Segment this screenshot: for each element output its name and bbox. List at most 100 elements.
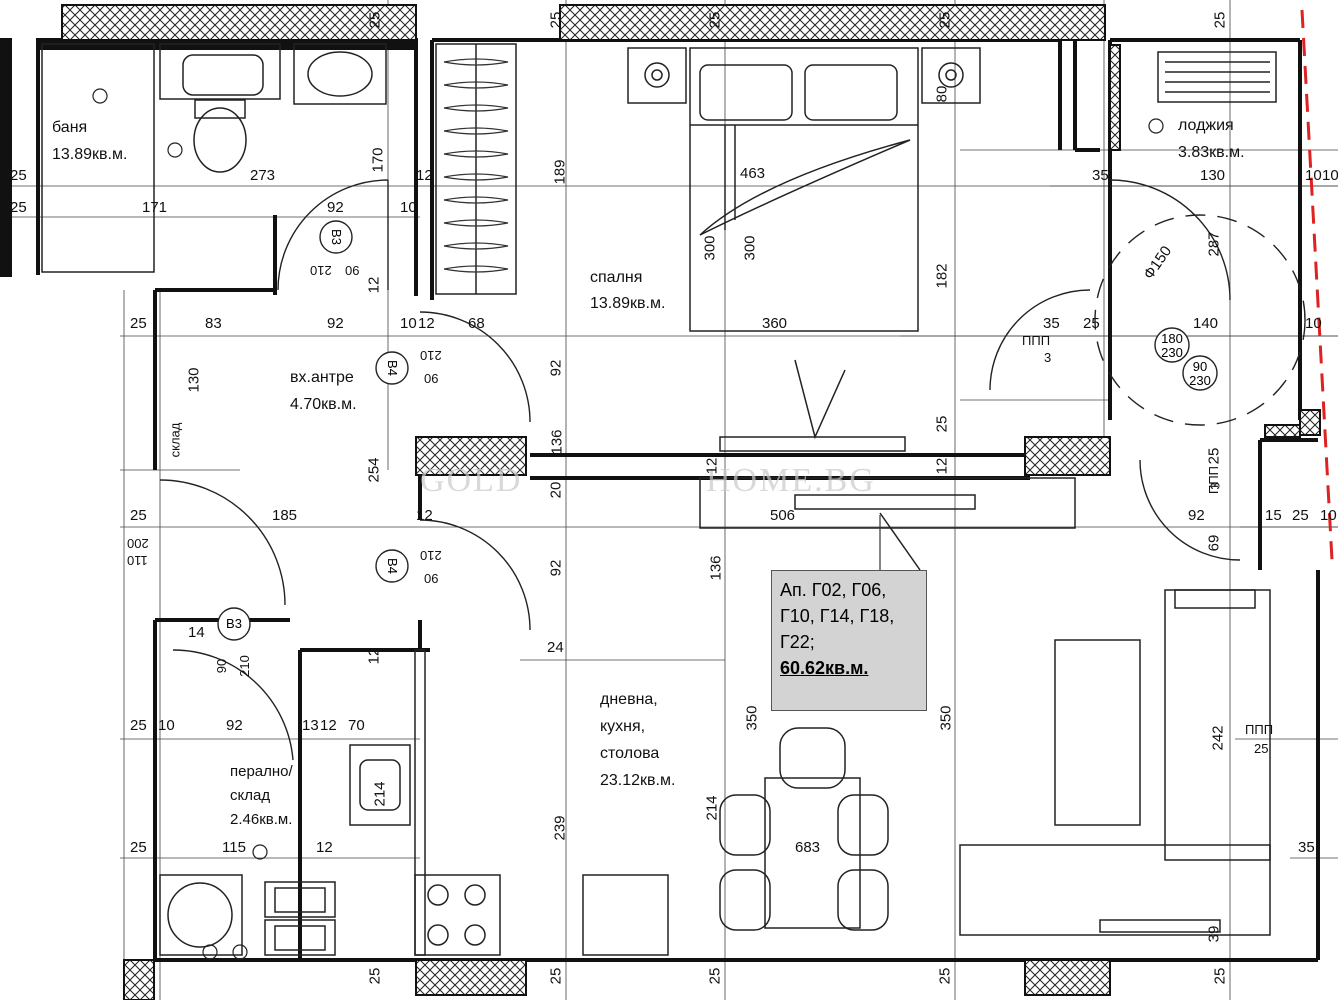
dim-25-v: 25 (1205, 447, 1223, 465)
dim-92-a: 92 (327, 199, 344, 216)
dim-83: 83 (205, 315, 222, 332)
dim-300-b: 300 (741, 235, 759, 261)
hanger-icon (443, 81, 509, 89)
door-210-living: 210 (420, 548, 442, 563)
dim-10-d: 10 (400, 315, 417, 332)
dim-350-b: 350 (937, 705, 955, 731)
dim-68: 68 (468, 315, 485, 332)
dim-171: 171 (142, 199, 168, 216)
door-90-bath: 90 (345, 263, 360, 278)
dim-25-bot5: 25 (1211, 967, 1229, 985)
door-90-entry: 90 (424, 371, 439, 386)
dim-25-bot2: 25 (547, 967, 565, 985)
bath-area: 13.89кв.м. (52, 146, 128, 163)
hanger-icon (443, 219, 509, 227)
dim-25-b: 25 (10, 199, 27, 216)
dim-10-b: 10 (1305, 167, 1322, 184)
info-line3: Г22; (780, 632, 815, 652)
dim-273: 273 (250, 167, 276, 184)
dim-25-top5: 25 (1211, 11, 1229, 29)
dim-189: 189 (551, 159, 569, 185)
laundry-line1: перално/ (230, 763, 293, 780)
dim-25-g: 25 (130, 717, 147, 734)
tv-unit (699, 359, 1076, 571)
dim-242: 242 (1209, 725, 1227, 751)
door-tag-b4-entry: В4 (385, 360, 400, 376)
laundry-fixtures (159, 874, 336, 956)
dim-254: 254 (365, 457, 383, 483)
dim-182: 182 (933, 263, 951, 289)
kitchen (349, 649, 669, 956)
dim-214-a: 214 (371, 781, 389, 807)
entry-name: вх.антре (290, 369, 354, 386)
ppp-living: ППП (1245, 722, 1274, 737)
dim-239: 239 (551, 815, 569, 841)
dim-12-a: 12 (416, 167, 433, 184)
hanger-icon (443, 150, 509, 158)
laundry-area: 2.46кв.м. (230, 811, 293, 828)
dim-25-top3: 25 (706, 11, 724, 29)
watermark-left: GOLD (420, 462, 523, 499)
watermark-right: HOME.BG (706, 462, 876, 499)
hangers (443, 58, 509, 273)
dim-12-v1: 12 (365, 276, 383, 294)
boundary-line (1300, 9, 1334, 561)
door-210-bath: 210 (310, 263, 332, 278)
dim-10-e: 10 (1305, 315, 1322, 332)
door-swings (159, 179, 1306, 761)
dim-25-bot3: 25 (706, 967, 724, 985)
laundry-line2: склад (230, 787, 271, 804)
dim-185: 185 (272, 507, 298, 524)
apartment-info-box: Ап. Г02, Г06, Г10, Г14, Г18, Г22; 60.62к… (771, 570, 927, 711)
door-tag-b3-bath: В3 (329, 229, 344, 245)
storage-label: склад (167, 422, 183, 458)
loggia-area: 3.83кв.м. (1178, 144, 1245, 161)
loggia-name: лоджия (1178, 117, 1234, 134)
dim-136-a: 136 (548, 429, 566, 455)
door-90-laundry: 90 (214, 658, 230, 674)
dim-35-b: 35 (1043, 315, 1060, 332)
living-area: 23.12кв.м. (600, 772, 676, 789)
living-line1: дневна, (600, 691, 658, 708)
dim-10-f: 10 (1320, 507, 1337, 524)
info-total-area: 60.62кв.м. (780, 658, 869, 678)
dim-115: 115 (222, 839, 246, 856)
loggia-door-90: 90 (1192, 359, 1208, 374)
ac-unit (1157, 51, 1277, 103)
bedroom-name: спалня (590, 269, 643, 286)
dim-12-b: 12 (418, 315, 435, 332)
ppp-bedroom: ППП (1022, 333, 1051, 348)
door-210-entry: 210 (420, 348, 442, 363)
bedroom-area: 13.89кв.м. (590, 295, 666, 312)
loggia-door-180: 180 (1161, 331, 1183, 346)
dining-set (719, 727, 889, 931)
door-110-storage: 110 (127, 553, 148, 568)
loggia-door-230b: 230 (1189, 373, 1211, 388)
dim-35-c: 35 (1298, 839, 1315, 856)
dim-39: 39 (1205, 925, 1223, 943)
dim-15: 15 (1265, 507, 1282, 524)
dim-14: 14 (188, 624, 205, 641)
dim-10-c: 10 (1322, 167, 1338, 184)
dim-683: 683 (795, 839, 821, 856)
dim-12-d: 12 (320, 717, 337, 734)
lights (92, 88, 1164, 960)
dim-92-b: 92 (327, 315, 344, 332)
dim-35-a: 35 (1092, 167, 1109, 184)
dim-463: 463 (740, 165, 766, 182)
hanger-icon (443, 242, 509, 250)
dim-12-e: 12 (316, 839, 333, 856)
dim-506: 506 (770, 507, 796, 524)
hanger-icon (443, 104, 509, 112)
ppp-bedroom-3: 3 (1044, 350, 1052, 365)
dim-69: 69 (1205, 534, 1223, 552)
info-line1: Ап. Г02, Г06, (780, 580, 887, 600)
dim-130: 130 (1200, 167, 1226, 184)
dim-12-v4: 12 (365, 647, 383, 665)
dim-350-a: 350 (743, 705, 761, 731)
dim-92-d: 92 (226, 717, 243, 734)
dim-25-c: 25 (130, 315, 147, 332)
door-210-laundry: 210 (236, 655, 252, 677)
ppp-hall-3: 3 (1207, 482, 1223, 490)
